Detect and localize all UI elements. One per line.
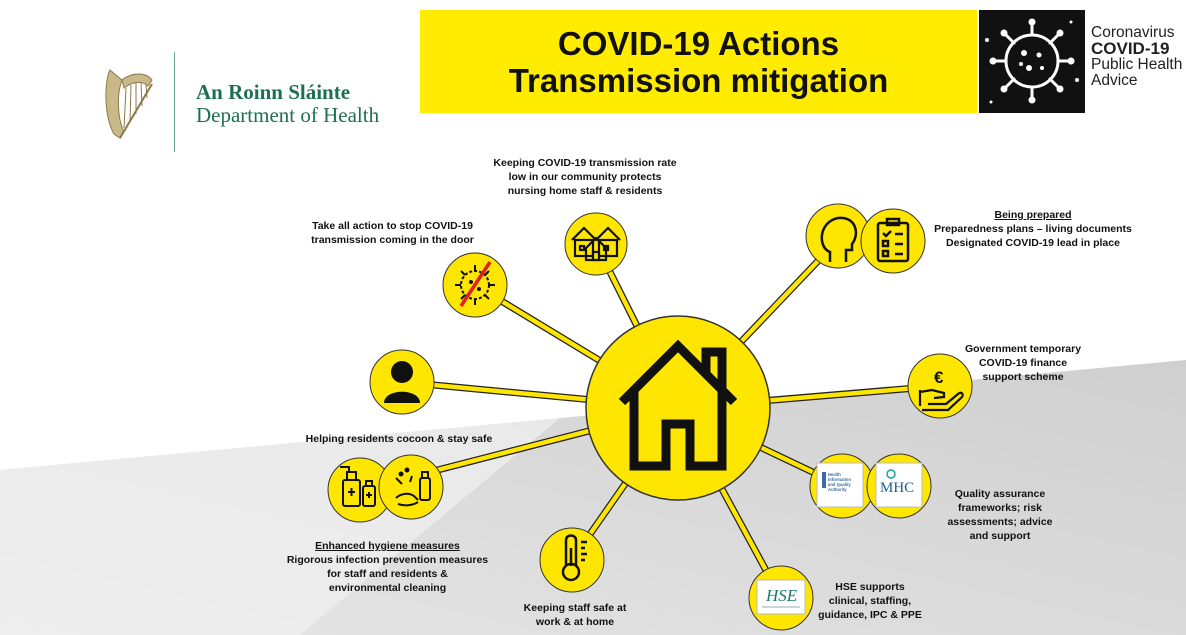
door-label: Take all action to stop COVID-19 transmi…: [311, 220, 474, 246]
prepared-label: Being prepared Preparedness plans – livi…: [934, 209, 1132, 249]
thermometer-icon: [561, 534, 587, 582]
central-house-node: [585, 315, 771, 501]
euro-hand-icon: €: [918, 368, 964, 412]
hse-label: HSE supports clinical, staffing, guidanc…: [818, 581, 922, 621]
hygiene-label: Enhanced hygiene measures Rigorous infec…: [286, 540, 489, 594]
header-divider: [174, 52, 175, 152]
prepared-node: [805, 203, 926, 274]
dept-name-english: Department of Health: [196, 103, 380, 127]
door-node: [442, 252, 508, 318]
hygiene-node: [327, 454, 444, 523]
community-label: Keeping COVID-19 transmission rate low i…: [493, 157, 677, 197]
no-virus-icon: [455, 261, 495, 307]
svg-text:Authority: Authority: [828, 487, 847, 492]
sanitiser-icon: [340, 466, 431, 507]
quality-label: Quality assurance frameworks; risk asses…: [947, 488, 1053, 542]
staff-label: Keeping staff safe at work & at home: [523, 602, 627, 628]
svg-text:€: €: [934, 368, 944, 387]
virus-logo: [979, 10, 1085, 113]
cocoon-label: Helping residents cocoon & stay safe: [305, 433, 493, 445]
svg-text:and Quality: and Quality: [828, 482, 851, 487]
person-icon: [384, 361, 420, 403]
hse-node: HSE: [748, 565, 814, 631]
title-line-1: COVID-19 Actions: [557, 24, 840, 62]
svg-text:Information: Information: [828, 477, 851, 482]
dept-name-irish: An Roinn Sláinte: [196, 80, 351, 104]
svg-text:MHC: MHC: [880, 480, 914, 496]
head-checklist-icon: [820, 216, 910, 263]
cocoon-node: [369, 349, 435, 415]
houses-icon: [571, 226, 621, 262]
agency-logos-icon: Health Information and Quality Authority…: [816, 462, 923, 508]
virus-icon: [985, 18, 1079, 104]
public-health-advice-label: Coronavirus COVID-19 Public Health Advic…: [1091, 24, 1183, 89]
finance-label: Government temporary COVID-19 finance su…: [964, 343, 1082, 383]
house-icon: [618, 339, 738, 471]
finance-node: €: [907, 353, 973, 419]
staff-node: [539, 527, 605, 593]
quality-node: Health Information and Quality Authority…: [809, 453, 932, 519]
title-banner: COVID-19 Actions Transmission mitigation: [420, 10, 977, 113]
hse-logo-icon: HSE: [756, 579, 806, 615]
harp-logo: [105, 69, 153, 139]
title-line-2: Transmission mitigation: [508, 61, 889, 99]
community-node: [564, 212, 628, 276]
svg-text:HSE: HSE: [765, 586, 798, 605]
svg-text:Health: Health: [828, 472, 841, 477]
